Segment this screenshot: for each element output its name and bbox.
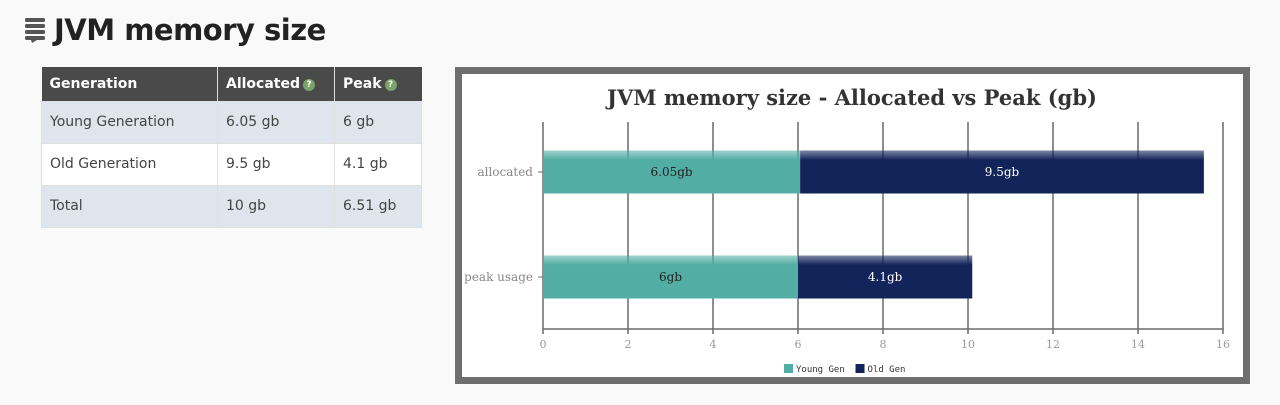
bar-young-gen bbox=[543, 255, 798, 299]
x-tick-label: 4 bbox=[710, 338, 717, 351]
bar-old-gen bbox=[800, 150, 1204, 194]
table-row: Old Generation 9.5 gb 4.1 gb bbox=[41, 142, 422, 186]
bar-data-label: 4.1gb bbox=[868, 270, 903, 284]
header-label: Generation bbox=[49, 75, 138, 92]
generation-cell: Old Generation bbox=[41, 142, 218, 186]
column-header-peak: Peak? bbox=[334, 67, 422, 101]
memory-bar-chart: JVM memory size - Allocated vs Peak (gb)… bbox=[464, 85, 1230, 375]
x-tick-label: 0 bbox=[540, 338, 547, 351]
header-label: Peak bbox=[343, 75, 382, 92]
table-header-row: Generation Allocated? Peak? bbox=[41, 67, 422, 101]
page-header: JVM memory size bbox=[24, 10, 326, 50]
legend-label: Old Gen bbox=[868, 365, 906, 375]
x-tick-label: 14 bbox=[1131, 338, 1145, 351]
legend-swatch bbox=[784, 364, 793, 373]
bar-data-label: 9.5gb bbox=[985, 165, 1020, 179]
x-tick-label: 8 bbox=[880, 338, 887, 351]
question-circle-icon[interactable]: ? bbox=[303, 78, 316, 91]
table-row: Young Generation 6.05 gb 6 gb bbox=[41, 100, 422, 144]
category-label: allocated bbox=[477, 165, 533, 179]
column-header-generation: Generation bbox=[41, 67, 218, 101]
allocated-cell: 9.5 gb bbox=[217, 142, 335, 186]
legend-swatch bbox=[855, 364, 865, 373]
x-tick-label: 6 bbox=[795, 338, 802, 351]
peak-cell: 6 gb bbox=[334, 100, 422, 144]
page-title: JVM memory size bbox=[54, 13, 326, 47]
server-stack-icon bbox=[25, 18, 45, 43]
generation-cell: Total bbox=[41, 184, 218, 228]
bar-old-gen bbox=[798, 255, 973, 299]
header-label: Allocated bbox=[226, 75, 301, 92]
peak-cell: 6.51 gb bbox=[334, 184, 422, 228]
peak-cell: 4.1 gb bbox=[334, 142, 422, 186]
column-header-allocated: Allocated? bbox=[217, 67, 335, 101]
table-row: Total 10 gb 6.51 gb bbox=[41, 184, 422, 228]
memory-table: Generation Allocated? Peak? Young Genera… bbox=[41, 67, 422, 228]
bar-data-label: 6.05gb bbox=[651, 165, 693, 179]
question-circle-icon[interactable]: ? bbox=[384, 78, 397, 91]
x-tick-label: 2 bbox=[625, 338, 632, 351]
bar-data-label: 6gb bbox=[659, 270, 682, 284]
x-tick-label: 12 bbox=[1046, 338, 1060, 351]
legend-label: Young Gen bbox=[796, 365, 845, 375]
chart-title: JVM memory size - Allocated vs Peak (gb) bbox=[605, 85, 1097, 110]
x-tick-label: 10 bbox=[961, 338, 975, 351]
allocated-cell: 6.05 gb bbox=[217, 100, 335, 144]
bar-young-gen bbox=[543, 150, 801, 194]
allocated-cell: 10 gb bbox=[217, 184, 335, 228]
generation-cell: Young Generation bbox=[41, 100, 218, 144]
x-tick-label: 16 bbox=[1216, 338, 1230, 351]
category-label: peak usage bbox=[464, 270, 533, 284]
chart-panel: JVM memory size - Allocated vs Peak (gb)… bbox=[455, 67, 1250, 384]
